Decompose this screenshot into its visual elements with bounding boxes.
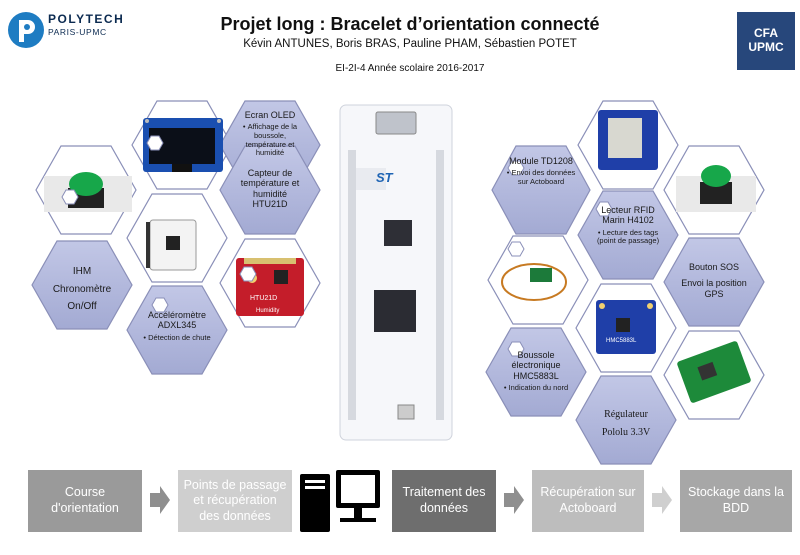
flow-step-traitement: Traitement des données	[392, 470, 496, 532]
sos-title: Bouton SOS	[688, 262, 740, 272]
cfa-line2: UPMC	[748, 40, 784, 54]
flow-step-stockage: Stockage dans la BDD	[680, 470, 792, 532]
sos-hex	[663, 237, 765, 327]
page-title: Projet long : Bracelet d’orientation con…	[220, 14, 600, 34]
accel-label: Accéléromètre ADXL345 Détection de chute	[143, 310, 211, 342]
rfid-title: Lecteur RFID Marin H4102	[601, 205, 655, 226]
arrow-icon	[652, 486, 672, 514]
accel-title: Accéléromètre ADXL345	[147, 310, 207, 331]
arrow-icon	[504, 486, 524, 514]
adxl345-image	[146, 219, 197, 271]
htu-label: HTU21D	[250, 295, 277, 302]
st-logo: ST	[376, 170, 394, 185]
module-title: Module TD1208	[509, 156, 573, 166]
hex-markers	[61, 135, 613, 357]
flow-step-points: Points de passage et récupération des do…	[178, 470, 292, 532]
polytech-logo-icon	[8, 12, 44, 48]
rfid-bullet: Lecture des tags (point de passage)	[592, 228, 664, 246]
rfid-label: Lecteur RFID Marin H4102 Lecture des tag…	[592, 205, 664, 246]
boussole-label: Boussole électronique HMC5883L Indicatio…	[500, 350, 572, 393]
td1208-image	[598, 110, 658, 170]
capteur-label: Capteur de température et humidité HTU21…	[236, 168, 304, 209]
ecran-oled-bullet: Affichage de la boussole, température et…	[236, 123, 304, 158]
boussole-title: Boussole électronique HMC5883L	[511, 350, 561, 381]
sos-button-image	[676, 165, 756, 212]
hmc5883l-image	[596, 300, 656, 354]
polytech-name: POLYTECH	[48, 12, 125, 26]
ihm-hex	[31, 240, 133, 330]
computer-icon	[300, 470, 380, 532]
authors: Kévin ANTUNES, Boris BRAS, Pauline PHAM,…	[243, 38, 577, 50]
module-label: Module TD1208 Envoi des données sur Acto…	[504, 156, 578, 187]
accel-hex	[126, 285, 228, 375]
polytech-sub: PARIS-UPMC	[48, 27, 107, 37]
ihm-label: IHM Chronomètre On/Off	[52, 266, 112, 313]
humidity-label: Humidity	[256, 308, 279, 314]
regulateur-label: Régulateur Pololu 3.3V	[592, 406, 660, 442]
oled-module-image	[143, 118, 223, 172]
sos-body: Envoi la position GPS	[681, 278, 747, 299]
boussole-bullet: Indication du nord	[500, 383, 572, 393]
green-button-image	[44, 172, 132, 212]
cfa-line1: CFA	[754, 26, 778, 40]
flow-arrows	[150, 486, 672, 514]
regulateur-title: Régulateur Pololu 3.3V	[601, 409, 651, 438]
hmc-label: HMC5883L	[606, 338, 637, 344]
cfa-upmc-logo: CFA UPMC	[737, 12, 795, 70]
rfid-image	[501, 263, 567, 301]
ihm-onoff: On/Off	[67, 301, 97, 312]
nucleo-board-image	[339, 104, 453, 441]
flow-step-course: Course d'orientation	[28, 470, 142, 532]
ihm-title: IHM	[72, 266, 92, 277]
regulateur-hex	[575, 375, 677, 465]
flow-step-recuperation: Récupération sur Actoboard	[532, 470, 644, 532]
school-year: EI-2I-4 Année scolaire 2016-2017	[335, 63, 485, 74]
sos-label: Bouton SOS Envoi la position GPS	[678, 262, 750, 299]
accel-bullet: Détection de chute	[143, 333, 211, 343]
ihm-chrono: Chronomètre	[52, 283, 112, 295]
ecran-oled-label: Ecran OLED Affichage de la boussole, tem…	[236, 110, 304, 158]
module-bullet: Envoi des données sur Actoboard	[504, 168, 578, 186]
arrow-icon	[150, 486, 170, 514]
regulator-image	[677, 341, 751, 403]
ecran-oled-title: Ecran OLED	[244, 110, 296, 120]
capteur-title: Capteur de température et humidité HTU21…	[240, 168, 300, 210]
